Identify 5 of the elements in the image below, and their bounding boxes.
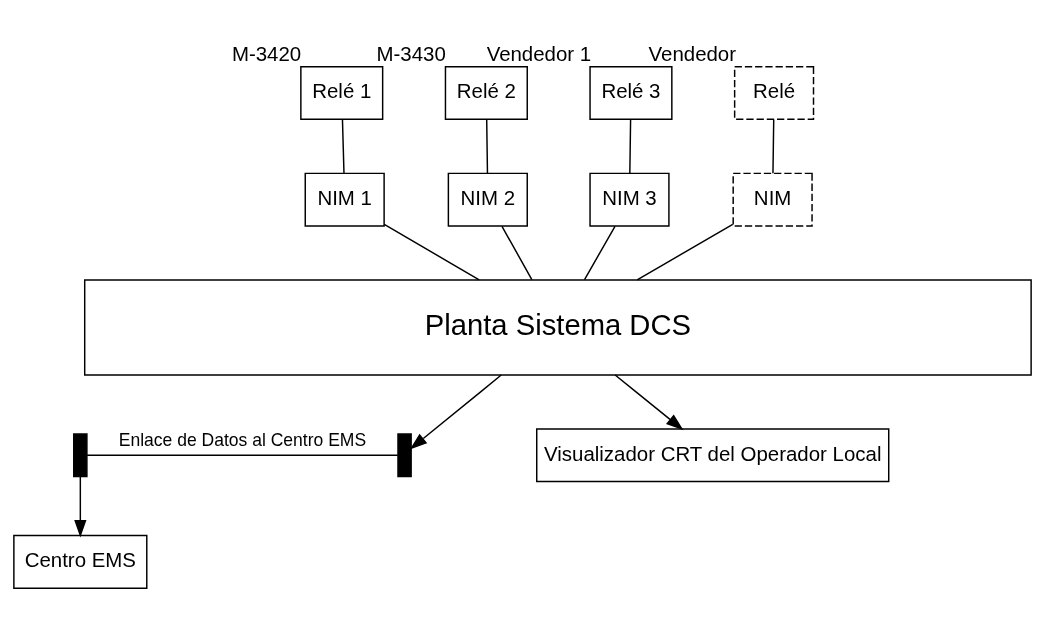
node-label: Vendedor bbox=[648, 41, 737, 65]
node-label: Vendedor 1 bbox=[486, 41, 592, 65]
edge-label: Enlace de Datos al Centro EMS bbox=[118, 429, 367, 450]
node-label: M-3430 bbox=[376, 41, 446, 65]
node-label: M-3420 bbox=[231, 41, 302, 65]
